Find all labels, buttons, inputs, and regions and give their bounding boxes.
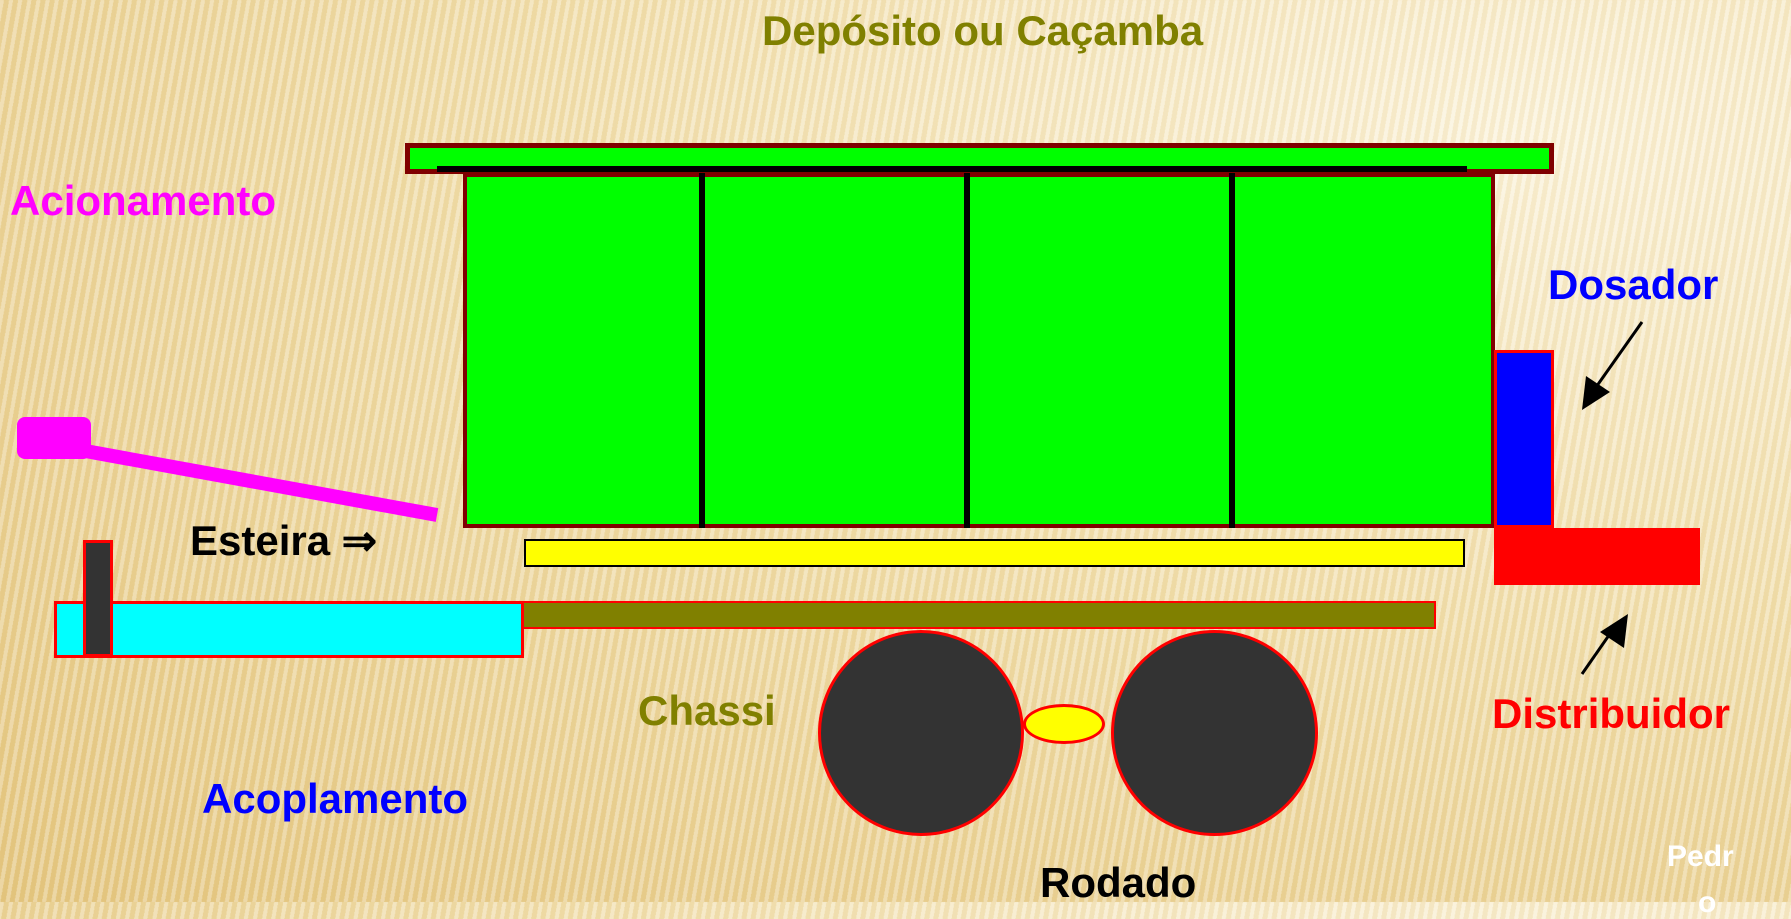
deposito-label: Depósito ou Caçamba	[762, 7, 1204, 54]
distribuidor-label: Distribuidor	[1492, 690, 1730, 737]
acionamento-label: Acionamento	[10, 177, 277, 224]
hopper-divider-1	[699, 173, 705, 528]
hopper-divider-2	[964, 173, 970, 528]
dosador-label: Dosador	[1548, 261, 1719, 308]
conveyor-belt	[524, 539, 1465, 567]
hopper-body	[463, 173, 1495, 528]
wheel-front	[818, 630, 1024, 836]
esteira-label: Esteira ⇒	[190, 517, 377, 564]
dosing-unit	[1494, 350, 1554, 528]
coupling-bar	[54, 601, 524, 658]
coupling-post	[83, 540, 113, 657]
drive-handle	[17, 417, 91, 459]
rodado-label: Rodado	[1040, 859, 1197, 906]
distribuidor-arrow-icon	[1580, 614, 1628, 675]
hopper-rim-inner-line	[437, 166, 1467, 172]
chassi-label: Chassi	[638, 687, 776, 734]
author-label-line1: Pedr	[1667, 840, 1734, 873]
axle-hub	[1023, 704, 1105, 744]
chassis-beam	[522, 601, 1436, 629]
hopper-divider-3	[1229, 173, 1235, 528]
dosador-arrow-icon	[1582, 321, 1644, 410]
distributor	[1494, 528, 1700, 585]
wheel-rear	[1111, 630, 1318, 836]
author-label-line2: o	[1698, 886, 1717, 919]
acoplamento-label: Acoplamento	[202, 775, 469, 822]
drive-shaft	[78, 443, 439, 522]
